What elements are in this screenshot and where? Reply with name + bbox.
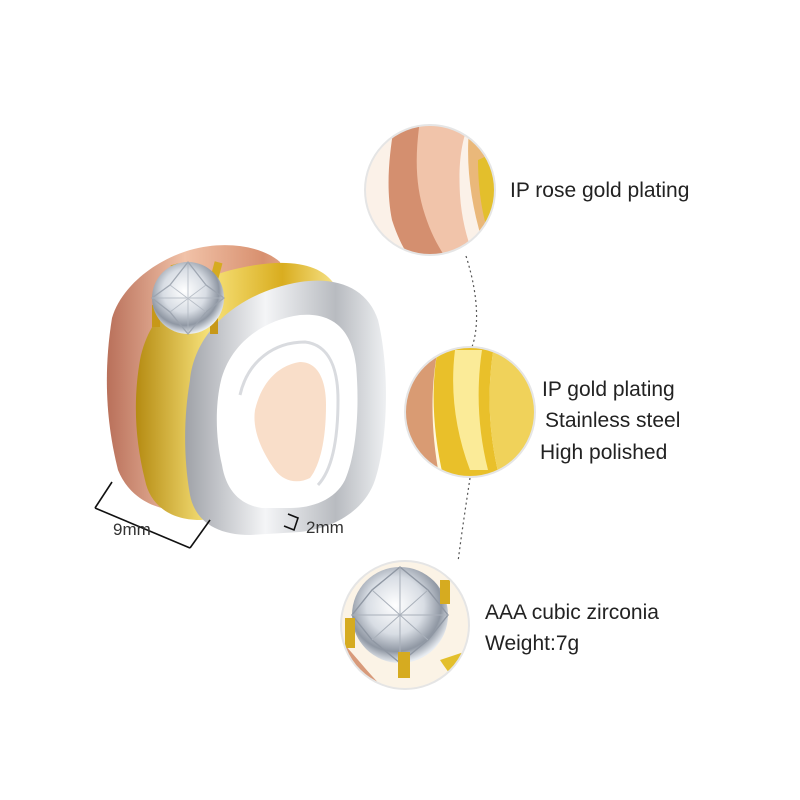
high-polished-label: High polished (540, 441, 668, 464)
ring-stack (106, 245, 386, 535)
cubic-zirconia-label: AAA cubic zirconia (485, 601, 659, 624)
weight-label: Weight:7g (485, 632, 580, 655)
band-dimension-label: 2mm (306, 518, 344, 537)
connector-line-top (465, 255, 478, 348)
inner-rose-glimpse (254, 362, 326, 482)
band-dimension-bracket (283, 513, 299, 532)
rose-gold-label: IP rose gold plating (510, 179, 690, 202)
stone-closeup (340, 560, 470, 690)
gold-plating-label: IP gold plating (542, 378, 675, 401)
gold-closeup (404, 346, 536, 478)
width-dimension-label: 9mm (113, 520, 151, 539)
solitaire-stone (150, 260, 226, 336)
rose-gold-closeup (364, 124, 496, 256)
width-dimension-bracket (94, 481, 211, 549)
connector-line-bottom (457, 477, 471, 563)
stainless-steel-label: Stainless steel (545, 409, 681, 432)
